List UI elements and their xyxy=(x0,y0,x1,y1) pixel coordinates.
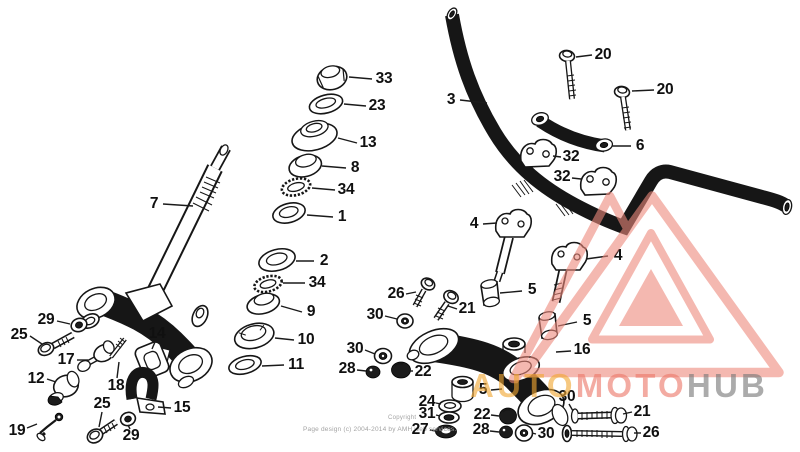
leader-lines xyxy=(26,54,655,435)
riser-boss xyxy=(451,375,474,403)
ball-bearing-ring xyxy=(253,274,283,294)
bottom-bolts-drawing xyxy=(561,406,638,443)
handlebar-holder-bolts-drawing xyxy=(558,49,632,131)
handlebar-upper-holder-drawing xyxy=(519,138,618,196)
handlebar-brace-drawing xyxy=(531,112,614,153)
ball-bearing-ring xyxy=(280,177,312,197)
handlebar-lower-holder-drawing xyxy=(480,208,589,341)
riser-boss xyxy=(502,337,526,353)
cone-nut-drawing xyxy=(480,279,501,308)
stem-fasteners-left-drawing xyxy=(365,277,459,379)
stem-nut-stack-drawing xyxy=(435,399,534,442)
lock-spring-clip-drawing xyxy=(36,412,64,442)
steering-stem-drawing xyxy=(144,144,231,301)
cone-nut-drawing xyxy=(538,311,559,341)
handlebar-drawing xyxy=(445,7,793,236)
bottom-bridge-drawing xyxy=(76,283,213,389)
steering-lock-parts-drawing xyxy=(36,317,170,444)
bearing-stack-drawing xyxy=(228,65,348,376)
holder-bracket-drawing xyxy=(125,366,166,415)
